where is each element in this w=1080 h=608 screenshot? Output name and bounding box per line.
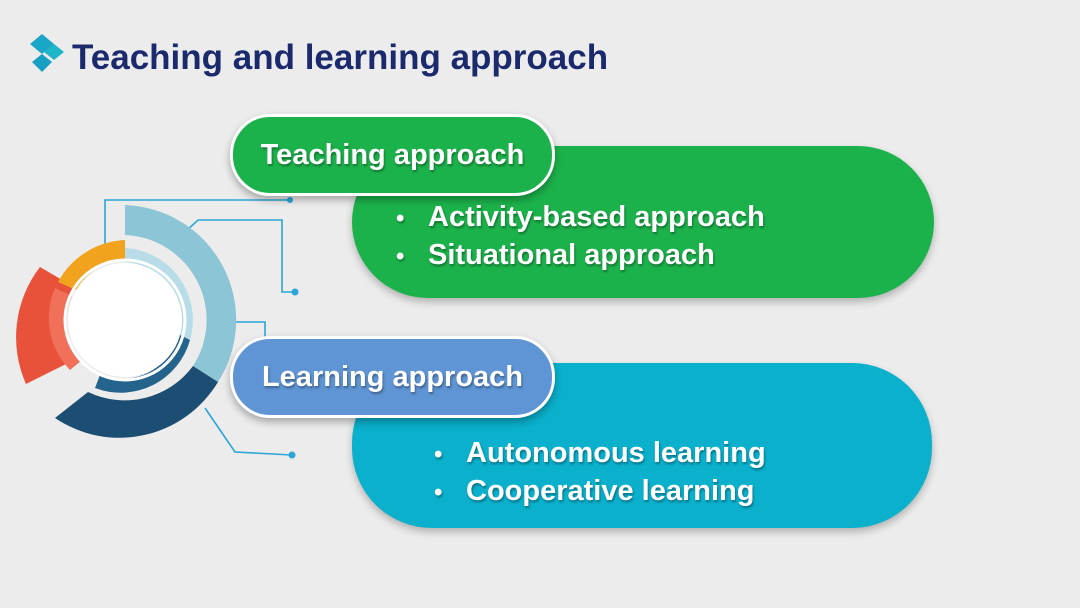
learning-approach-label: Learning approach [230,336,555,418]
page-title: Teaching and learning approach [72,38,608,78]
concentric-rings-decoration [0,190,310,470]
list-item: Cooperative learning [432,472,766,510]
teaching-approach-label: Teaching approach [230,114,555,196]
diamond-logo-icon [30,34,66,74]
learning-list: Autonomous learning Cooperative learning [432,434,766,510]
list-item: Situational approach [394,236,765,274]
teaching-list: Activity-based approach Situational appr… [394,198,765,274]
list-item: Autonomous learning [432,434,766,472]
list-item: Activity-based approach [394,198,765,236]
